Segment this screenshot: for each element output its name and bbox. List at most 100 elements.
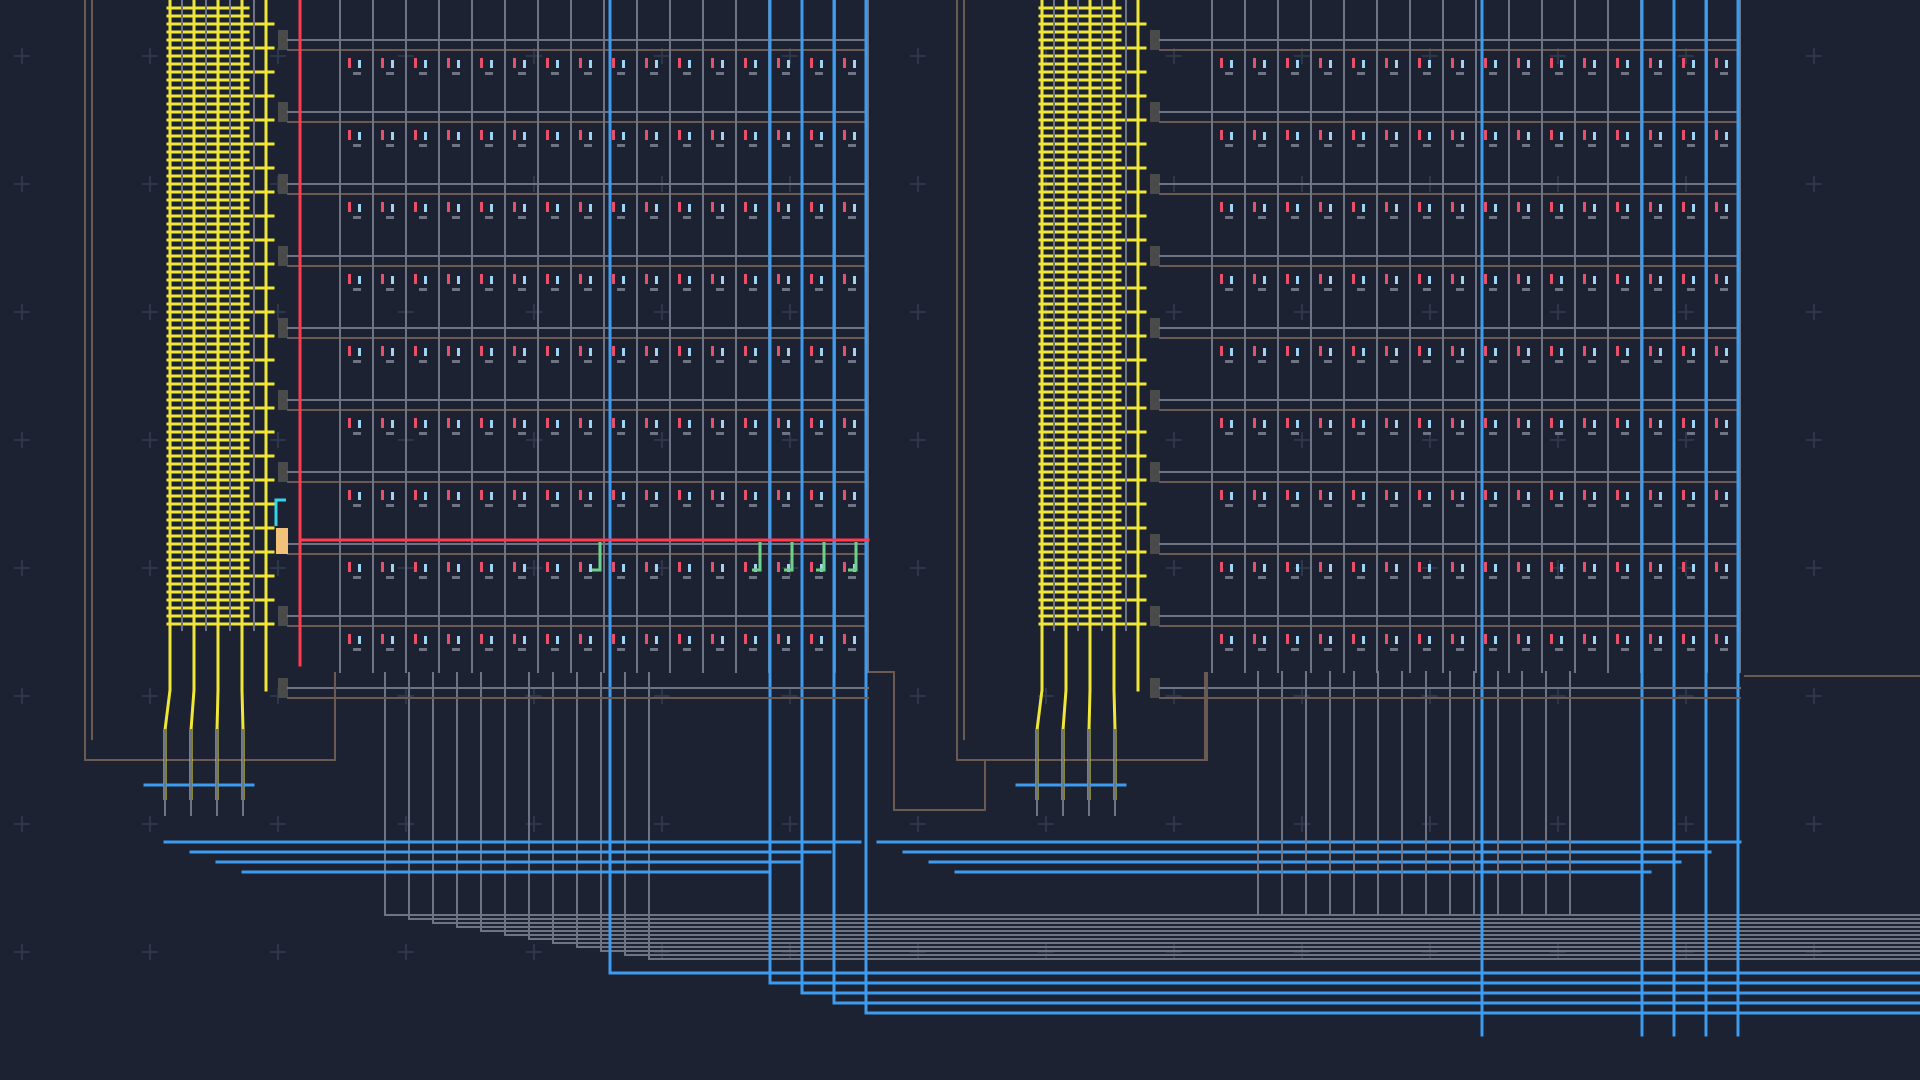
cell-bit bbox=[1319, 346, 1322, 356]
cell-bit-b bbox=[688, 60, 691, 68]
cell-bit-b bbox=[787, 492, 790, 500]
cell-link bbox=[1687, 144, 1695, 147]
cell-bit bbox=[1616, 130, 1619, 140]
cell-link bbox=[485, 504, 493, 507]
cell-bit-b bbox=[721, 636, 724, 644]
cell-bit bbox=[1418, 130, 1421, 140]
cell-link bbox=[1687, 360, 1695, 363]
cell-bit bbox=[480, 130, 483, 140]
cell-bit bbox=[744, 634, 747, 644]
cell-bit bbox=[381, 562, 384, 572]
cell-bit bbox=[1319, 562, 1322, 572]
cell-bit bbox=[1517, 562, 1520, 572]
cell-bit-b bbox=[688, 564, 691, 572]
cell-link bbox=[749, 288, 757, 291]
cell-link bbox=[551, 576, 559, 579]
cell-bit bbox=[1649, 274, 1652, 284]
cell-link bbox=[1390, 288, 1398, 291]
cell-bit-b bbox=[1296, 492, 1299, 500]
bus-blue bbox=[800, 672, 1920, 995]
cell-link bbox=[749, 576, 757, 579]
cell-link bbox=[782, 504, 790, 507]
cell-bit-b bbox=[457, 492, 460, 500]
cell-bit bbox=[744, 418, 747, 428]
cell-link bbox=[1555, 360, 1563, 363]
cell-bit-b bbox=[589, 60, 592, 68]
cell-link bbox=[518, 216, 526, 219]
cell-bit-b bbox=[1395, 636, 1398, 644]
cell-link bbox=[518, 504, 526, 507]
cell-link bbox=[815, 576, 823, 579]
cell-link bbox=[650, 72, 658, 75]
cell-bit bbox=[414, 490, 417, 500]
cell-bit-b bbox=[424, 132, 427, 140]
cell-link bbox=[1357, 648, 1365, 651]
cell-link bbox=[584, 72, 592, 75]
cell-bit-b bbox=[391, 204, 394, 212]
cell-bit-b bbox=[424, 420, 427, 428]
cell-bit bbox=[1451, 58, 1454, 68]
row-select-gate bbox=[278, 102, 288, 122]
cell-bit-b bbox=[1626, 492, 1629, 500]
cell-bit bbox=[612, 58, 615, 68]
active-sense bbox=[592, 542, 602, 572]
cell-link bbox=[1390, 144, 1398, 147]
cell-bit bbox=[447, 346, 450, 356]
cell-bit bbox=[381, 202, 384, 212]
cell-bit bbox=[711, 202, 714, 212]
cell-link bbox=[1588, 648, 1596, 651]
cell-bit-b bbox=[1692, 492, 1695, 500]
cell-link bbox=[1588, 144, 1596, 147]
cell-link bbox=[1489, 360, 1497, 363]
cell-bit-b bbox=[1362, 420, 1365, 428]
cell-bit bbox=[711, 58, 714, 68]
cell-bit-b bbox=[1659, 204, 1662, 212]
cell-link bbox=[716, 216, 724, 219]
cell-bit bbox=[1451, 130, 1454, 140]
cell-bit bbox=[1352, 490, 1355, 500]
cell-bit-b bbox=[1494, 204, 1497, 212]
cell-bit-b bbox=[1362, 636, 1365, 644]
active-row-gate bbox=[276, 528, 288, 554]
cell-bit-b bbox=[1527, 492, 1530, 500]
cell-bit bbox=[1418, 202, 1421, 212]
cell-bit bbox=[1715, 202, 1718, 212]
cell-link bbox=[1654, 576, 1662, 579]
cell-bit bbox=[1583, 634, 1586, 644]
cell-link bbox=[1522, 360, 1530, 363]
cell-bit bbox=[1484, 346, 1487, 356]
cell-bit bbox=[843, 202, 846, 212]
cell-link bbox=[1555, 576, 1563, 579]
cell-bit bbox=[1220, 274, 1223, 284]
cell-bit-b bbox=[1494, 348, 1497, 356]
cell-link bbox=[683, 216, 691, 219]
cell-bit-b bbox=[358, 204, 361, 212]
cell-bit bbox=[777, 418, 780, 428]
cell-link bbox=[815, 504, 823, 507]
cell-bit-b bbox=[1230, 60, 1233, 68]
cell-bit-b bbox=[622, 132, 625, 140]
cell-bit-b bbox=[1659, 132, 1662, 140]
cell-bit bbox=[348, 346, 351, 356]
cell-bit-b bbox=[1461, 420, 1464, 428]
cell-bit bbox=[711, 418, 714, 428]
cell-bit-b bbox=[688, 132, 691, 140]
memory-block-right[interactable] bbox=[956, 0, 1741, 816]
cell-bit-b bbox=[853, 492, 856, 500]
cell-link bbox=[815, 648, 823, 651]
cell-bit-b bbox=[754, 276, 757, 284]
cell-link bbox=[1258, 432, 1266, 435]
cell-bit bbox=[612, 418, 615, 428]
memory-block-left[interactable] bbox=[84, 0, 870, 816]
cell-link bbox=[584, 648, 592, 651]
cell-bit-b bbox=[622, 60, 625, 68]
cell-bit bbox=[348, 58, 351, 68]
cell-bit-b bbox=[589, 132, 592, 140]
cell-bit-b bbox=[688, 348, 691, 356]
active-sense bbox=[784, 542, 794, 572]
cell-bit bbox=[1649, 202, 1652, 212]
cell-bit-b bbox=[1494, 564, 1497, 572]
cell-bit-b bbox=[1362, 132, 1365, 140]
